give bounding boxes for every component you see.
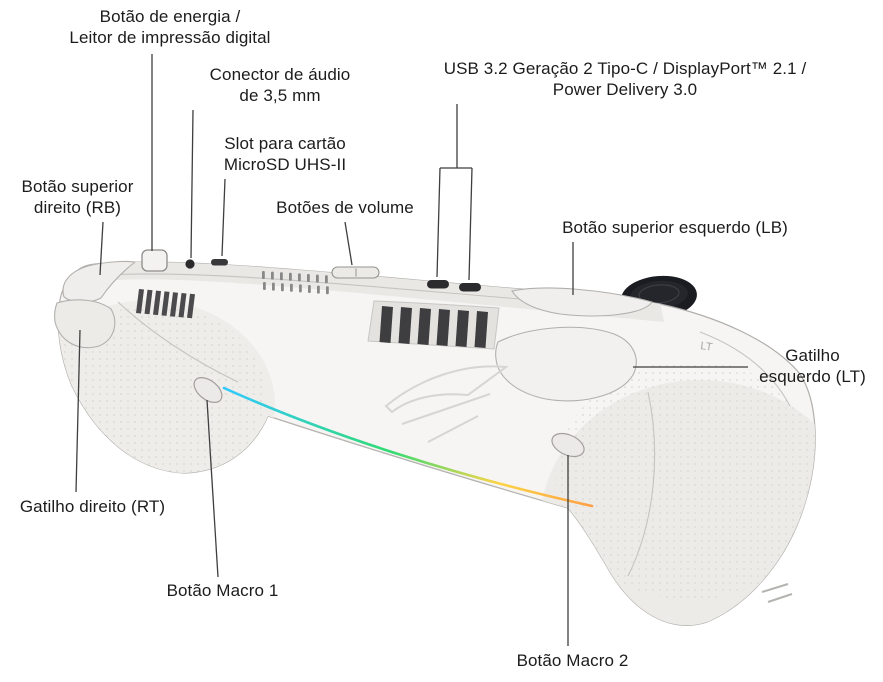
label-power-line1: Botão de energia /	[99, 7, 241, 26]
label-audio-line1: Conector de áudio	[209, 65, 351, 84]
lt-marking: LT	[700, 340, 714, 354]
side-grille	[136, 289, 195, 319]
label-microsd-slot: Slot para cartão MicroSD UHS-II	[210, 133, 360, 176]
leader-audio	[190, 109, 194, 259]
leader-lines	[75, 54, 748, 646]
label-microsd-line1: Slot para cartão	[224, 134, 346, 153]
rgb-light-strip	[222, 386, 594, 508]
macro-button-1	[193, 377, 223, 403]
label-usb-line2: Power Delivery 3.0	[552, 80, 698, 100]
label-power-button: Botão de energia / Leitor de impressão d…	[30, 6, 310, 49]
top-intake-grille	[262, 271, 329, 295]
macro-button-2	[551, 432, 585, 458]
label-rb-line2: direito (RB)	[33, 198, 122, 218]
label-power-line2: Leitor de impressão digital	[69, 28, 271, 48]
label-macro-1: Botão Macro 1	[145, 580, 300, 601]
rog-logo-mark	[761, 583, 793, 603]
label-lt-trigger: Gatilho esquerdo (LT)	[750, 345, 875, 388]
label-microsd-line2: MicroSD UHS-II	[223, 155, 347, 175]
label-macro-2: Botão Macro 2	[495, 650, 650, 671]
rog-logo-sketch	[384, 365, 509, 443]
label-audio-jack: Conector de áudio de 3,5 mm	[175, 64, 385, 107]
exhaust-vents	[367, 300, 500, 350]
label-volume-text: Botões de volume	[276, 198, 414, 217]
label-usb-line1: USB 3.2 Geração 2 Tipo-C / DisplayPort™ …	[443, 59, 807, 78]
power-button	[141, 249, 168, 272]
label-lb-text: Botão superior esquerdo (LB)	[562, 218, 788, 237]
lt-trigger	[495, 326, 637, 402]
label-lt-line1: Gatilho	[785, 346, 840, 365]
leader-rb	[99, 221, 104, 276]
label-volume-buttons: Botões de volume	[255, 197, 435, 218]
leader-macro1	[206, 399, 219, 578]
label-rb-bumper: Botão superior direito (RB)	[5, 176, 150, 219]
label-lb-bumper: Botão superior esquerdo (LB)	[540, 217, 810, 238]
label-rb-line1: Botão superior	[21, 177, 134, 196]
lb-bumper	[511, 287, 653, 317]
label-lt-line2: esquerdo (LT)	[759, 367, 866, 387]
rt-trigger	[54, 299, 116, 349]
volume-buttons	[331, 266, 380, 279]
label-rt-trigger: Gatilho direito (RT)	[5, 496, 180, 517]
label-audio-line2: de 3,5 mm	[239, 86, 321, 106]
leader-volume	[344, 221, 353, 266]
audio-jack	[185, 259, 195, 269]
leader-microsd	[221, 178, 226, 257]
microsd-slot	[211, 259, 228, 266]
usb-c-ports	[427, 280, 481, 292]
label-macro1-text: Botão Macro 1	[166, 581, 279, 600]
label-rt-text: Gatilho direito (RT)	[19, 497, 166, 516]
leader-usb	[436, 104, 473, 281]
leader-rt	[75, 329, 81, 493]
label-usb-port: USB 3.2 Geração 2 Tipo-C / DisplayPort™ …	[415, 58, 835, 101]
label-macro2-text: Botão Macro 2	[516, 651, 629, 670]
